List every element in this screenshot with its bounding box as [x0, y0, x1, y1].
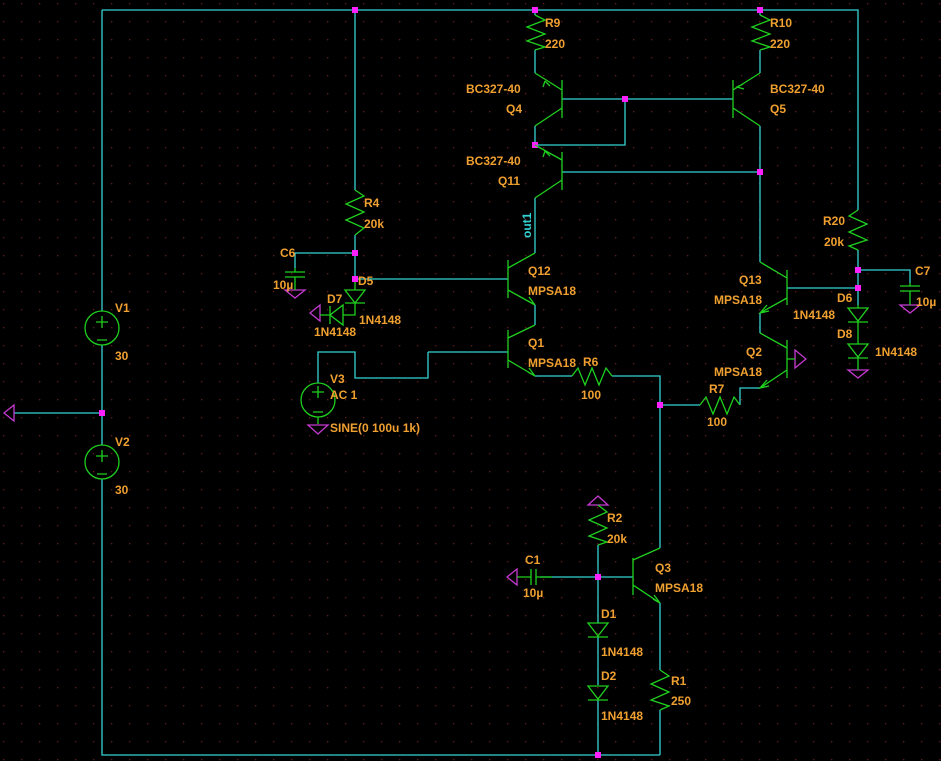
- label-q11-name: Q11: [498, 174, 520, 188]
- label-r6-name: R6: [583, 355, 599, 369]
- resistor-r6[interactable]: [571, 366, 613, 387]
- label-d6-model: 1N4148: [793, 308, 835, 322]
- capacitor-c7[interactable]: [900, 283, 920, 305]
- label-d2-model: 1N4148: [601, 709, 643, 723]
- label-v1-name: V1: [115, 301, 130, 315]
- transistor-q11[interactable]: [534, 144, 563, 199]
- label-c7-value: 10µ: [916, 295, 936, 309]
- label-r1-value: 250: [671, 694, 691, 708]
- resistor-r9[interactable]: [525, 14, 548, 51]
- net-label-out1: out1: [520, 212, 534, 238]
- resistor-r10[interactable]: [750, 14, 773, 51]
- label-r9-name: R9: [545, 16, 561, 30]
- label-r1-name: R1: [671, 674, 687, 688]
- label-q3-name: Q3: [655, 561, 671, 575]
- label-r6-value: 100: [581, 388, 601, 402]
- resistor-r20[interactable]: [847, 209, 869, 251]
- diode-d7[interactable]: [320, 303, 344, 327]
- label-c6-name: C6: [280, 246, 296, 260]
- transistor-q12[interactable]: [507, 252, 536, 306]
- capacitor-c6[interactable]: [285, 268, 305, 290]
- label-r2-value: 20k: [607, 532, 627, 546]
- label-r2-name: R2: [607, 511, 623, 525]
- label-r4-value: 20k: [364, 217, 384, 231]
- label-q4-model: BC327-40: [466, 82, 521, 96]
- label-r7-value: 100: [707, 415, 727, 429]
- label-d6-name: D6: [837, 291, 853, 305]
- label-r20-name: R20: [823, 214, 845, 228]
- voltage-source-v1[interactable]: [84, 310, 120, 346]
- label-q1-name: Q1: [528, 336, 544, 350]
- label-d1-name: D1: [601, 607, 617, 621]
- junction-dots: [99, 7, 861, 758]
- label-d8-model: 1N4148: [875, 345, 917, 359]
- label-d5-name: D5: [358, 274, 374, 288]
- label-r10-value: 220: [770, 37, 790, 51]
- label-c1-value: 10µ: [523, 586, 543, 600]
- label-q13-name: Q13: [739, 273, 762, 287]
- label-q12-model: MPSA18: [528, 284, 576, 298]
- label-r4-name: R4: [364, 196, 380, 210]
- label-r20-value: 20k: [824, 235, 844, 249]
- label-r10-name: R10: [770, 16, 792, 30]
- transistor-q4[interactable]: [534, 72, 563, 127]
- label-d8-name: D8: [837, 327, 853, 341]
- transistor-q3[interactable]: [632, 547, 661, 604]
- label-c7-name: C7: [915, 264, 931, 278]
- diode-d2[interactable]: [586, 685, 610, 701]
- label-v3-source: SINE(0 100u 1k): [330, 421, 420, 435]
- label-q11-model: BC327-40: [466, 154, 521, 168]
- transistor-q1[interactable]: [507, 324, 536, 377]
- label-r7-name: R7: [709, 382, 725, 396]
- label-d7-name: D7: [327, 292, 343, 306]
- label-v1-value: 30: [115, 349, 129, 363]
- label-q12-name: Q12: [528, 264, 551, 278]
- label-q2-model: MPSA18: [714, 365, 762, 379]
- resistor-r2[interactable]: [587, 504, 610, 546]
- label-q3-model: MPSA18: [655, 581, 703, 595]
- label-v3-name: V3: [330, 372, 345, 386]
- label-v3-value: AC 1: [330, 388, 358, 402]
- voltage-source-v3[interactable]: [300, 382, 336, 424]
- resistor-r1[interactable]: [649, 669, 671, 711]
- label-r9-value: 220: [545, 37, 565, 51]
- transistor-q2[interactable]: [758, 332, 795, 390]
- label-q1-model: MPSA18: [528, 356, 576, 370]
- label-c1-name: C1: [525, 553, 541, 567]
- resistor-r7[interactable]: [699, 395, 741, 416]
- label-q4-name: Q4: [506, 102, 522, 116]
- label-v2-value: 30: [115, 483, 129, 497]
- label-d1-model: 1N4148: [601, 645, 643, 659]
- label-q5-name: Q5: [770, 102, 786, 116]
- voltage-source-v2[interactable]: [84, 444, 120, 480]
- diode-d8[interactable]: [846, 343, 870, 370]
- transistor-q13[interactable]: [758, 261, 788, 315]
- label-v2-name: V2: [115, 435, 130, 449]
- diode-d5[interactable]: [343, 282, 367, 316]
- label-q13-model: MPSA18: [714, 293, 762, 307]
- diode-d1[interactable]: [586, 622, 610, 638]
- label-d2-name: D2: [601, 669, 617, 683]
- component-labels: V1 30 V2 30 V3 AC 1 SINE(0 100u 1k) R9 2…: [115, 16, 936, 723]
- label-d7-model: 1N4148: [314, 325, 356, 339]
- label-q2-name: Q2: [746, 345, 762, 359]
- capacitor-c1[interactable]: [517, 569, 552, 585]
- resistor-r4[interactable]: [344, 189, 366, 236]
- transistor-q5[interactable]: [732, 72, 761, 127]
- diode-d6[interactable]: [846, 305, 870, 344]
- label-q5-model: BC327-40: [770, 82, 825, 96]
- label-d5-model: 1N4148: [359, 313, 401, 327]
- label-c6-value: 10µ: [273, 278, 293, 292]
